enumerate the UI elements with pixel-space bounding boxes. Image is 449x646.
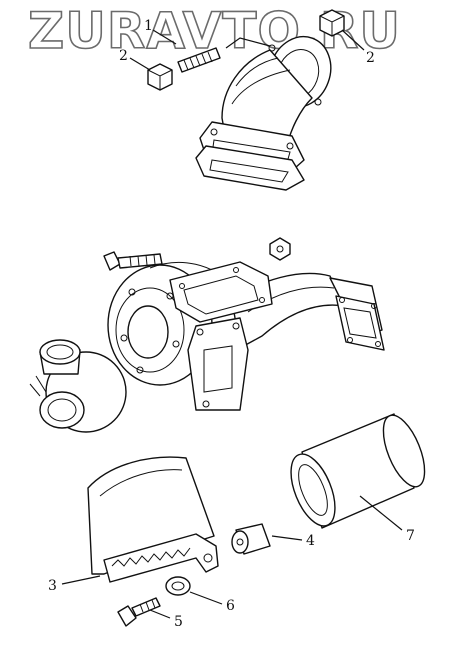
callout-2-right: 2	[366, 50, 375, 66]
nut-right	[319, 9, 345, 37]
exhaust-manifold	[169, 261, 385, 411]
leader-1	[152, 29, 177, 45]
callout-5: 5	[174, 614, 183, 630]
callout-6: 6	[226, 598, 235, 614]
leader-5	[149, 609, 171, 619]
callout-7: 7	[406, 528, 415, 544]
leader-7	[359, 495, 403, 531]
callout-4: 4	[306, 533, 315, 549]
manifold-nut	[269, 237, 291, 261]
callout-3: 3	[48, 578, 57, 594]
tube-sleeve	[290, 413, 426, 529]
elbow-pipe	[195, 35, 332, 191]
stud-bolt	[177, 47, 221, 73]
lock-washer	[165, 576, 191, 596]
turbine-scroll	[29, 339, 127, 433]
leader-3	[61, 575, 101, 585]
leader-2-right	[341, 29, 365, 51]
heat-shield	[87, 456, 219, 583]
leader-4	[271, 535, 303, 541]
callout-2-left: 2	[119, 48, 128, 64]
callout-1: 1	[144, 18, 153, 34]
spacer	[231, 523, 271, 555]
leader-stud-tip	[225, 37, 271, 49]
nut-left	[147, 63, 173, 91]
leader-6	[189, 591, 223, 605]
bracket-bolt	[117, 597, 161, 627]
leader-2-left	[129, 57, 151, 71]
turbo-bolt	[103, 251, 163, 271]
